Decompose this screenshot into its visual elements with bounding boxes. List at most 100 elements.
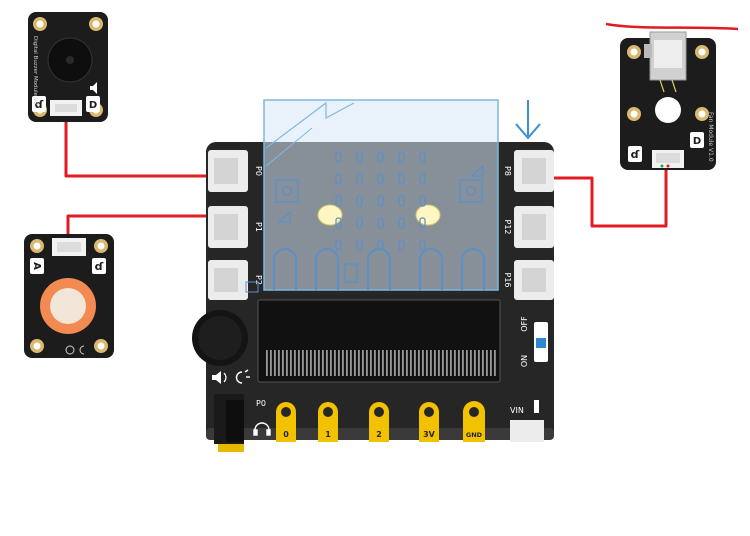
connector-pin bbox=[478, 350, 480, 376]
pad-1[interactable] bbox=[318, 402, 338, 442]
led bbox=[335, 217, 342, 229]
connector-pin bbox=[350, 350, 352, 376]
connector-pin bbox=[322, 350, 324, 376]
connector-pin bbox=[266, 350, 268, 376]
connector-pin bbox=[334, 350, 336, 376]
vin-label: VIN bbox=[510, 406, 524, 415]
pad-label-2: 2 bbox=[376, 430, 382, 439]
led bbox=[419, 195, 426, 207]
connector-pin bbox=[318, 350, 320, 376]
led bbox=[335, 239, 342, 251]
connector-pin bbox=[438, 350, 440, 376]
svg-text:ɗ: ɗ bbox=[35, 98, 44, 111]
connector-pin bbox=[298, 350, 300, 376]
pad-gnd[interactable] bbox=[463, 401, 485, 442]
left-ports bbox=[208, 150, 248, 300]
connector-pin bbox=[282, 350, 284, 376]
insert-arrow-icon bbox=[515, 100, 541, 140]
connector-pin bbox=[270, 350, 272, 376]
connector-pin bbox=[358, 350, 360, 376]
led bbox=[419, 173, 426, 185]
led bbox=[398, 173, 405, 185]
wire-fan-to-p8 bbox=[553, 168, 668, 228]
connector-pin bbox=[418, 350, 420, 376]
connector-pin bbox=[458, 350, 460, 376]
edge-rings bbox=[273, 248, 485, 290]
fan-side-text: Fan Module V1.0 bbox=[707, 112, 714, 162]
connector-pin bbox=[294, 350, 296, 376]
gold-pads bbox=[276, 401, 485, 442]
connector-pin bbox=[410, 350, 412, 376]
connector-pin bbox=[366, 350, 368, 376]
connector-pin bbox=[462, 350, 464, 376]
light-sensor-icon bbox=[235, 369, 250, 384]
svg-text:ɗ: ɗ bbox=[631, 148, 640, 161]
connector-pin bbox=[394, 350, 396, 376]
pad-3v[interactable] bbox=[419, 402, 439, 442]
microbit-outline bbox=[245, 99, 541, 293]
fan-motor bbox=[644, 31, 687, 93]
power-switch[interactable] bbox=[534, 322, 548, 362]
connector-pin bbox=[398, 350, 400, 376]
connector-pins bbox=[266, 350, 496, 376]
led bbox=[419, 239, 426, 251]
port-label-p1: P1 bbox=[254, 222, 263, 232]
connector-pin bbox=[454, 350, 456, 376]
led bbox=[377, 195, 384, 207]
pad-2[interactable] bbox=[369, 402, 389, 442]
red-annotation-stroke bbox=[605, 22, 739, 31]
connector-pin bbox=[434, 350, 436, 376]
port-label-p12: P12 bbox=[503, 219, 512, 234]
led bbox=[335, 173, 342, 185]
switch-on-label: ON bbox=[520, 355, 529, 367]
wire-buzzer-to-p0 bbox=[64, 118, 210, 178]
led bbox=[398, 239, 405, 251]
connector-pin bbox=[302, 350, 304, 376]
pad-label-1: 1 bbox=[325, 430, 331, 439]
port-label-p16: P16 bbox=[503, 272, 512, 287]
vin-indicator bbox=[534, 400, 539, 413]
button-a[interactable] bbox=[275, 179, 299, 203]
connector-pin bbox=[474, 350, 476, 376]
connector-pin bbox=[450, 350, 452, 376]
pad-0[interactable] bbox=[276, 402, 296, 442]
led bbox=[377, 217, 384, 229]
connector-pin bbox=[330, 350, 332, 376]
pad-label-3v: 3V bbox=[423, 430, 436, 439]
p0-label: P0 bbox=[256, 399, 266, 408]
led-matrix bbox=[335, 151, 426, 251]
sensor-pin-label: A bbox=[31, 262, 42, 270]
connector-pin bbox=[382, 350, 384, 376]
led bbox=[419, 151, 426, 163]
light-sensor-icon bbox=[65, 345, 85, 355]
connector-pin bbox=[370, 350, 372, 376]
connector-pin bbox=[446, 350, 448, 376]
led bbox=[377, 173, 384, 185]
right-ports bbox=[514, 150, 554, 300]
connector-pin bbox=[466, 350, 468, 376]
vin-connector bbox=[510, 420, 544, 442]
connector-pin bbox=[290, 350, 292, 376]
switch-off-label: OFF bbox=[520, 316, 529, 332]
connector-pin bbox=[278, 350, 280, 376]
led bbox=[335, 195, 342, 207]
led bbox=[398, 195, 405, 207]
button-b[interactable] bbox=[459, 179, 483, 203]
svg-text:ɗ: ɗ bbox=[95, 260, 104, 273]
led bbox=[356, 239, 363, 251]
connector-pin bbox=[342, 350, 344, 376]
connector-pin bbox=[346, 350, 348, 376]
pad-label-gnd: GND bbox=[466, 431, 483, 439]
dfrobot-logo-icon: ɗ bbox=[628, 146, 642, 162]
led bbox=[356, 151, 363, 163]
led bbox=[356, 173, 363, 185]
connector-pin bbox=[386, 350, 388, 376]
led bbox=[356, 217, 363, 229]
led bbox=[356, 195, 363, 207]
connector-pin bbox=[482, 350, 484, 376]
fan-pin-label: D bbox=[693, 136, 701, 147]
connector-pin bbox=[378, 350, 380, 376]
connector-pin bbox=[422, 350, 424, 376]
connector-pin bbox=[470, 350, 472, 376]
port-label-p0: P0 bbox=[254, 166, 263, 176]
